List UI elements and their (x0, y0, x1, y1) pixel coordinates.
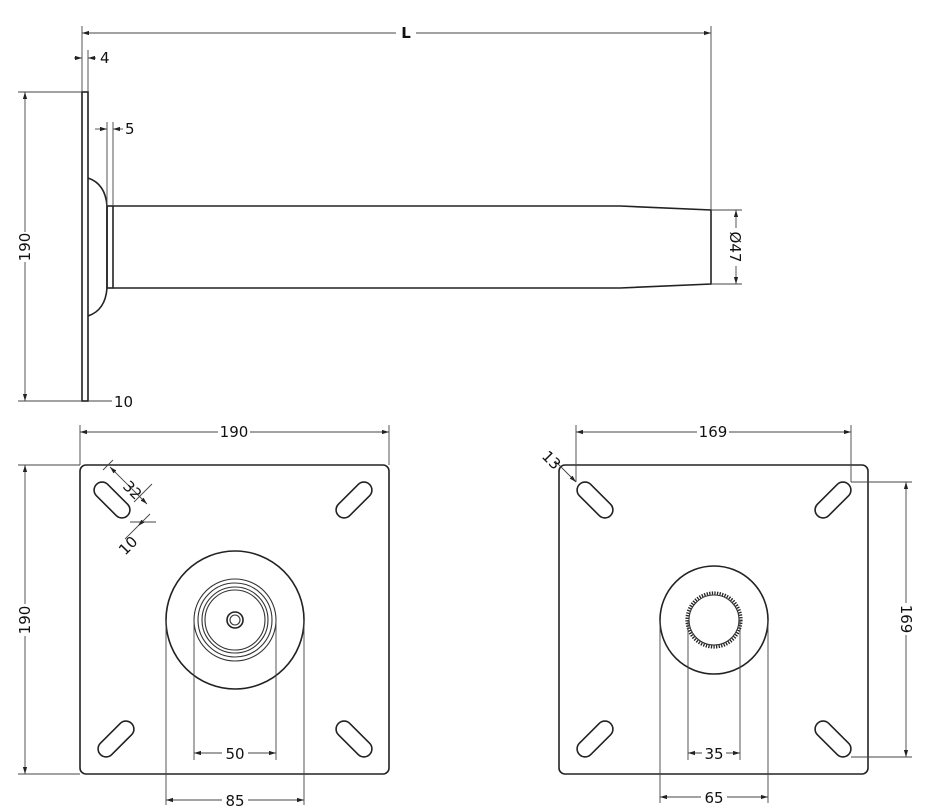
label-190-left: 190 (16, 606, 34, 635)
plate-right-outline (558, 464, 869, 775)
splined-bore (685, 591, 743, 649)
dim-line-32 (109, 466, 148, 505)
flange-outer-circle-right (659, 565, 769, 675)
side-plate (81, 91, 89, 402)
center-hole-inner (229, 614, 241, 626)
label-5: 5 (125, 120, 135, 138)
slot-icon (814, 481, 852, 519)
dim-line-13 (554, 460, 577, 483)
side-view: L 4 5 190 10 Ø47 (16, 23, 746, 411)
flange-ring-3 (201, 586, 269, 654)
slot-icon (335, 481, 373, 519)
label-13: 13 (538, 447, 564, 473)
dim-line-10-slot (137, 513, 151, 527)
plate-view-left: 190 190 32 10 50 85 (16, 422, 390, 810)
label-50: 50 (225, 745, 244, 763)
label-10-side: 10 (114, 393, 133, 411)
plate-left-outline (79, 464, 390, 775)
slot-icon (335, 720, 373, 758)
label-L: L (401, 24, 411, 42)
label-169-top: 169 (699, 423, 728, 441)
label-190-top: 190 (220, 423, 249, 441)
plate-view-right: 169 169 13 35 65 (538, 422, 915, 807)
splined-bore-inner (688, 594, 740, 646)
slot-icon (97, 720, 135, 758)
flange-ring-1 (193, 578, 277, 662)
label-35: 35 (704, 745, 723, 763)
flange-ring-4 (204, 589, 266, 651)
side-tube (113, 205, 712, 289)
label-190-side: 190 (16, 233, 34, 262)
side-collar (106, 205, 114, 289)
slot-icon (576, 481, 614, 519)
slot-icon (814, 720, 852, 758)
label-d47: Ø47 (726, 232, 744, 263)
label-85: 85 (225, 792, 244, 810)
label-4: 4 (100, 49, 110, 67)
center-hole-outer (226, 611, 244, 629)
slot-icon (576, 720, 614, 758)
flange-outer-circle (165, 550, 305, 690)
flange-ring-2 (197, 582, 273, 658)
label-10-slot: 10 (115, 533, 141, 559)
side-weld-fillet (87, 177, 108, 317)
label-65: 65 (704, 789, 723, 807)
label-169-right: 169 (897, 605, 915, 634)
